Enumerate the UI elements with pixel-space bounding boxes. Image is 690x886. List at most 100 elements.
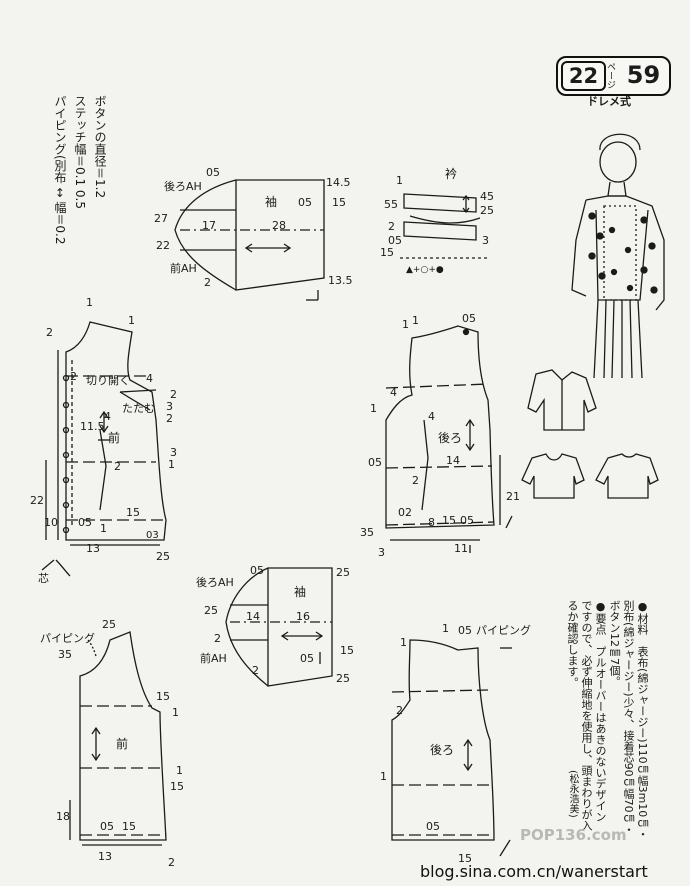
dim: 15 [442,514,456,527]
sleeve-bottom-front-ah: 前AH [200,651,227,665]
sleeve-top-back-ah: 後ろAH [164,179,202,193]
dim: 14 [446,454,460,467]
back-shirt-label: 後ろ [438,431,462,445]
dim: 03 [146,530,159,541]
design-number: 22 [561,61,606,91]
sleeve-top-front-ah: 前AH [170,261,197,275]
page-number: 59 [626,61,661,89]
dim: 27 [154,212,168,225]
dim: 22 [30,494,44,507]
dim: 05 [298,196,312,209]
dim: 05 [388,234,402,247]
dim: 3 [378,546,385,559]
dim: 2 [170,388,177,401]
dim: 8 [428,516,435,529]
model-illustration [571,133,665,379]
sleeve-top-piece [174,179,325,301]
sleeve-bottom-piece [225,567,333,687]
dim: 1 [86,296,93,309]
dim: 2 [412,474,419,487]
dim: 2 [388,220,395,233]
dim: 05 [458,624,472,637]
flat-shirt-sketch [527,369,597,431]
dim: 2 [396,704,403,717]
dim: 16 [296,610,310,623]
front-shirt-fold-label: たたむ [122,402,155,415]
note-button-diameter: ボタンの直径＝1.2 [93,95,107,199]
dim: 25 [480,204,494,217]
dim: 1 [442,622,449,635]
dim: 2 [252,664,259,677]
watermark-blog-url: blog.sina.com.cn/wanerstart [420,862,648,881]
dim: 4 [146,372,153,385]
dim: 02 [398,506,412,519]
dim: 15 [170,780,184,793]
dim: 05 [426,820,440,833]
dim: 55 [384,198,398,211]
dim: 4 [390,386,397,399]
dim: 05 [460,514,474,527]
dim: 05 [462,312,476,325]
dim: 18 [56,810,70,823]
dim: 2 [46,326,53,339]
dim: 3 [170,446,177,459]
dim: 15 [380,246,394,259]
front-shirt-label: 前 [108,430,120,445]
note-stitch-width: ステッチ幅＝0.1 0.5 [73,95,87,209]
dim: 35 [360,526,374,539]
dim: 15 [126,506,140,519]
dim: 21 [506,490,520,503]
dim: 14 [246,610,260,623]
front-shirt-piece [41,321,167,577]
flat-pullover-back-sketch [595,453,659,499]
dim: 22 [156,239,170,252]
dim: 13 [86,542,100,555]
dim: 05 [300,652,314,665]
dim: 1 [412,314,419,327]
instruction-line: ですので、必ず伸縮地を使用し、頭まわりが入 [580,600,593,831]
pullover-front-label: 前 [116,736,128,751]
pullover-front-piping-label: パイピング [40,631,95,645]
dim: 25 [204,604,218,617]
sleeve-bottom-back-ah: 後ろAH [196,575,234,589]
dim: 1 [172,706,179,719]
instruction-line: ボタン12㎜7個。 [608,600,621,687]
dim: 05 [250,564,264,577]
dim: 05 [206,166,220,179]
dim: 15 [332,196,346,209]
note-piping: パイピング(別布 ↔ 幅＝0.2 [53,95,67,245]
dim: 3 [482,234,489,247]
dim: 11.5 [80,420,105,433]
dim: 4 [104,410,111,423]
dim: 1 [176,764,183,777]
instruction-line: るか確認します。 [566,600,579,688]
sleeve-top-title: 袖 [265,194,277,209]
dim: 2 [204,276,211,289]
dim: 1 [380,770,387,783]
dim: 2 [166,412,173,425]
instruction-line: ●材料 表布(綿ジャージー)110㎝幅3m10㎝・ [636,600,649,840]
sleeve-bottom-title: 袖 [294,584,306,599]
dim: 25 [156,550,170,563]
dim: 2 [214,632,221,645]
collar-legend: ▲+○+● [406,265,444,275]
dim: 1 [396,174,403,187]
instruction-author: (松永浩美) [567,770,578,818]
instruction-line: ●要点 プルオーバーはあきのないデザイン [594,600,607,822]
dim: 4 [428,410,435,423]
collar-title: 衿 [445,166,457,181]
dim: 10 [44,516,58,529]
dim: 25 [336,672,350,685]
dim: 1 [400,636,407,649]
dim: 11 [454,542,468,555]
page-suffix: ページ [605,62,615,89]
dim: 14.5 [326,176,351,189]
pullover-front-piece [69,631,167,846]
pullover-back-piece [391,639,512,857]
dim: 1 [128,314,135,327]
dim: 2 [168,856,175,869]
dim: 1 [100,522,107,535]
dim: 25 [336,566,350,579]
watermark-logo: POP136.com [520,826,627,844]
dim: 05 [100,820,114,833]
